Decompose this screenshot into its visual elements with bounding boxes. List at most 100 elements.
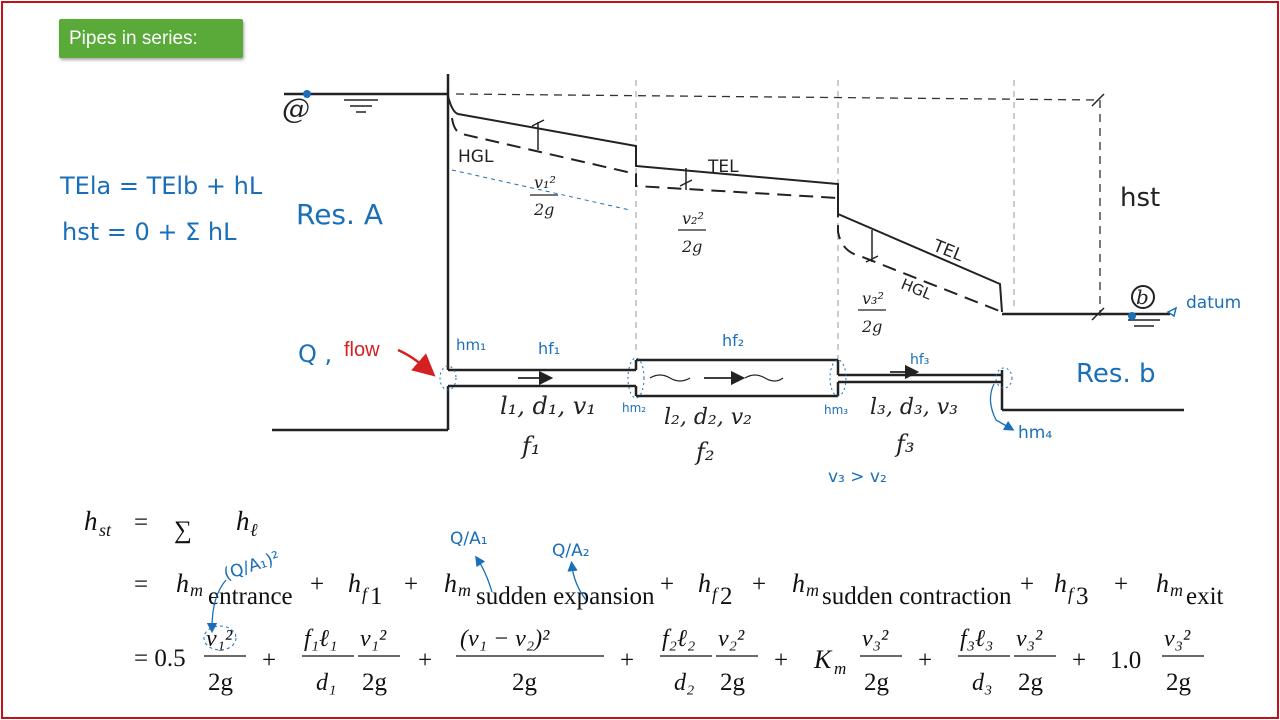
hf1-label: hf₁: [538, 339, 560, 358]
svg-text:2g: 2g: [208, 669, 234, 696]
svg-text:2g: 2g: [362, 669, 388, 696]
section-dividers: [635, 80, 1015, 365]
svg-text:+: +: [1072, 647, 1086, 674]
svg-text:d₂: d₂: [674, 670, 694, 696]
svg-text:=: =: [134, 509, 148, 536]
hm2-label: hm₂: [622, 401, 646, 415]
svg-text:+: +: [1114, 571, 1128, 598]
pipe-3-properties: l₃, d₃, v₃: [870, 395, 958, 420]
svg-text:2g: 2g: [512, 669, 538, 696]
equation-line-3: = 0.5 v₁² 2g + f₁ℓ₁ d₁ v₁² 2g + (v₁ − v₂…: [134, 626, 1204, 696]
flow-arrow-icon: [397, 348, 436, 377]
energy-equation: TEla = TElb + hL: [59, 172, 263, 200]
v2-head-num: v₂²: [682, 209, 704, 228]
svg-text:K: K: [813, 645, 833, 674]
svg-text:m: m: [190, 580, 203, 600]
point-b-marker: [1128, 312, 1136, 320]
hgl-1-label: HGL: [458, 147, 494, 167]
v3-head-num: v₃²: [862, 289, 884, 308]
datum-arrow-icon: [1166, 306, 1178, 318]
tel-line: [447, 95, 1003, 313]
svg-text:exit: exit: [1186, 583, 1224, 610]
hf3-label: hf₃: [910, 352, 929, 368]
point-a-marker: [303, 90, 311, 98]
svg-text:m: m: [834, 659, 846, 678]
datum-label: datum: [1186, 293, 1241, 313]
flow-arrows: [518, 364, 920, 386]
loss-region-markers: [439, 357, 1013, 399]
tel-2-label: TEL: [707, 157, 739, 177]
svg-text:+: +: [918, 647, 932, 674]
equation-line-2: = h m entrance + h f 1 + h m sudden expa…: [134, 569, 1224, 610]
svg-text:f₃ℓ₃: f₃ℓ₃: [960, 626, 993, 652]
svg-text:f₁ℓ₁: f₁ℓ₁: [304, 626, 337, 652]
pipe-2-wave: [649, 374, 784, 382]
static-head-reference: [455, 93, 1101, 316]
blue-guide-line: [451, 169, 631, 211]
reservoir-b-label: Res. b: [1076, 359, 1155, 389]
svg-text:2: 2: [720, 583, 733, 610]
tel-3-label: TEL: [929, 236, 966, 267]
svg-text:h: h: [84, 506, 98, 536]
slide-title: Pipes in series:: [59, 19, 243, 58]
hm3-label: hm₃: [824, 403, 848, 417]
point-b-circle: [1131, 285, 1155, 309]
hm1-label: hm₁: [456, 336, 486, 354]
q-a1-squared-arrow-icon: [206, 579, 227, 634]
v3-head-den: 2g: [861, 317, 882, 336]
hst-label: hst: [1120, 183, 1160, 213]
equation-line-1: h st = ∑ h ℓ: [84, 506, 258, 544]
hst-tick-top: [1091, 93, 1105, 107]
point-b-label: b: [1136, 285, 1149, 309]
svg-text:h: h: [176, 569, 189, 598]
svg-text:+: +: [774, 647, 788, 674]
svg-text:v₃²: v₃²: [862, 626, 889, 652]
svg-text:f₂ℓ₂: f₂ℓ₂: [662, 626, 695, 652]
svg-text:=: =: [134, 571, 148, 598]
svg-text:h: h: [348, 569, 361, 598]
flow-label: flow: [344, 339, 380, 361]
q-over-a2-note: Q/A₂: [552, 541, 590, 561]
water-surface-a-icon: [344, 99, 378, 113]
svg-text:2g: 2g: [1018, 669, 1044, 696]
svg-text:1: 1: [370, 583, 383, 610]
svg-text:v₁²: v₁²: [360, 626, 387, 652]
svg-text:sudden expansion: sudden expansion: [476, 583, 655, 610]
svg-text:ℓ: ℓ: [250, 520, 258, 540]
point-a-label: @: [282, 92, 310, 125]
velocity-head-markers: [531, 119, 879, 263]
hf2-label: hf₂: [722, 331, 744, 350]
v1-head-den: 2g: [533, 200, 554, 219]
svg-text:(v₁ − v₂)²: (v₁ − v₂)²: [460, 626, 550, 652]
reservoir-a: [272, 74, 450, 432]
svg-text:+: +: [404, 571, 418, 598]
pipe-1-friction: f₁: [520, 432, 541, 460]
svg-text:h: h: [444, 569, 457, 598]
q-over-a1-note: Q/A₁: [450, 529, 488, 549]
svg-text:h: h: [1156, 569, 1169, 598]
svg-text:+: +: [310, 571, 324, 598]
svg-text:+: +: [262, 647, 276, 674]
pipe-2-properties: l₂, d₂, v₂: [664, 405, 752, 430]
svg-text:h: h: [236, 506, 250, 536]
svg-text:d₁: d₁: [316, 670, 336, 696]
svg-text:m: m: [806, 580, 819, 600]
svg-text:m: m: [458, 580, 471, 600]
svg-text:+: +: [620, 647, 634, 674]
hm4-label: hm₄: [1018, 423, 1052, 443]
pipe-1-properties: l₁, d₁, v₁: [500, 392, 596, 420]
water-surface-b-icon: [1128, 319, 1160, 327]
pipe-3-friction: f₃: [894, 430, 915, 458]
svg-text:v₃²: v₃²: [1164, 626, 1191, 652]
svg-text:sudden contraction: sudden contraction: [822, 583, 1012, 610]
hm4-arrow-icon: [989, 383, 1015, 431]
svg-text:3: 3: [1076, 583, 1089, 610]
svg-text:1.0: 1.0: [1110, 647, 1141, 674]
reservoir-b: [1000, 312, 1184, 412]
hgl-3-label: HGL: [899, 275, 935, 304]
svg-text:+: +: [418, 647, 432, 674]
static-head-equation: hst = 0 + Σ hL: [62, 218, 237, 246]
svg-text:+: +: [752, 571, 766, 598]
svg-text:2g: 2g: [1166, 669, 1192, 696]
